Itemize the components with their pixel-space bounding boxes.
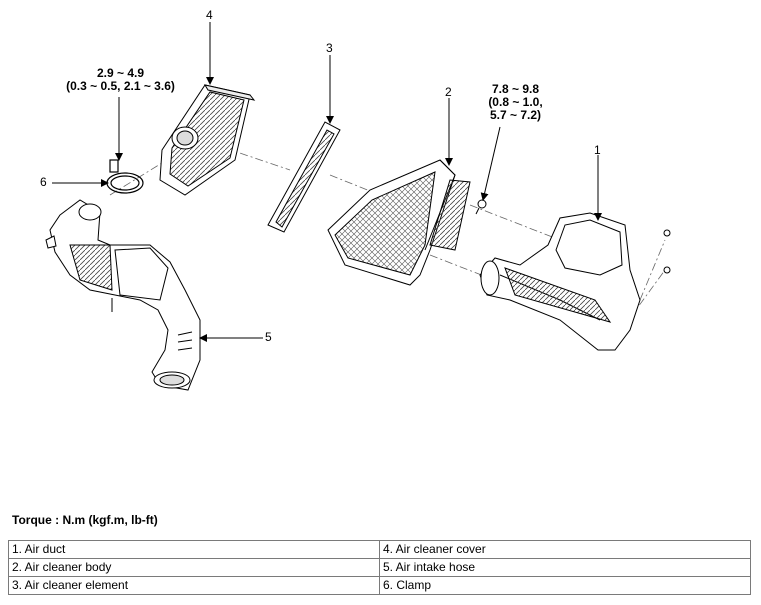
legend-cell: 5. Air intake hose — [379, 558, 751, 577]
callout-2: 2 — [445, 85, 452, 99]
torque-bolt-line3: 5.7 ~ 7.2) — [489, 108, 542, 122]
air-duct — [479, 212, 671, 351]
leader-lines — [52, 22, 602, 342]
legend-cell: 6. Clamp — [379, 576, 751, 595]
clamp — [106, 159, 144, 194]
torque-spec-clamp: 2.9 ~ 4.9 (0.3 ~ 0.5, 2.1 ~ 3.6) — [58, 67, 183, 93]
air-cleaner-cover — [159, 84, 256, 196]
callout-5: 5 — [265, 330, 272, 344]
air-cleaner-element — [267, 121, 341, 233]
torque-clamp-line2: (0.3 ~ 0.5, 2.1 ~ 3.6) — [66, 79, 175, 93]
torque-bolt-line2: (0.8 ~ 1.0, — [488, 95, 543, 109]
legend-cell: 3. Air cleaner element — [8, 576, 380, 595]
callout-4: 4 — [206, 8, 213, 22]
air-intake-hose — [45, 199, 201, 391]
callout-3: 3 — [326, 41, 333, 55]
parts-legend-table: 1. Air duct 4. Air cleaner cover 2. Air … — [8, 540, 751, 595]
torque-clamp-line1: 2.9 ~ 4.9 — [96, 66, 145, 80]
torque-spec-bolt: 7.8 ~ 9.8 (0.8 ~ 1.0, 5.7 ~ 7.2) — [478, 83, 553, 122]
callout-6: 6 — [40, 175, 47, 189]
torque-units-title: Torque : N.m (kgf.m, lb-ft) — [12, 513, 158, 527]
bolt — [475, 199, 487, 215]
callout-1: 1 — [594, 143, 601, 157]
exploded-view-diagram — [45, 22, 671, 391]
legend-cell: 2. Air cleaner body — [8, 558, 380, 577]
table-row: 3. Air cleaner element 6. Clamp — [8, 576, 751, 595]
torque-bolt-line1: 7.8 ~ 9.8 — [491, 82, 540, 96]
table-row: 1. Air duct 4. Air cleaner cover — [8, 540, 751, 559]
air-cleaner-body — [327, 159, 471, 286]
legend-cell: 4. Air cleaner cover — [379, 540, 751, 559]
table-row: 2. Air cleaner body 5. Air intake hose — [8, 558, 751, 577]
legend-cell: 1. Air duct — [8, 540, 380, 559]
